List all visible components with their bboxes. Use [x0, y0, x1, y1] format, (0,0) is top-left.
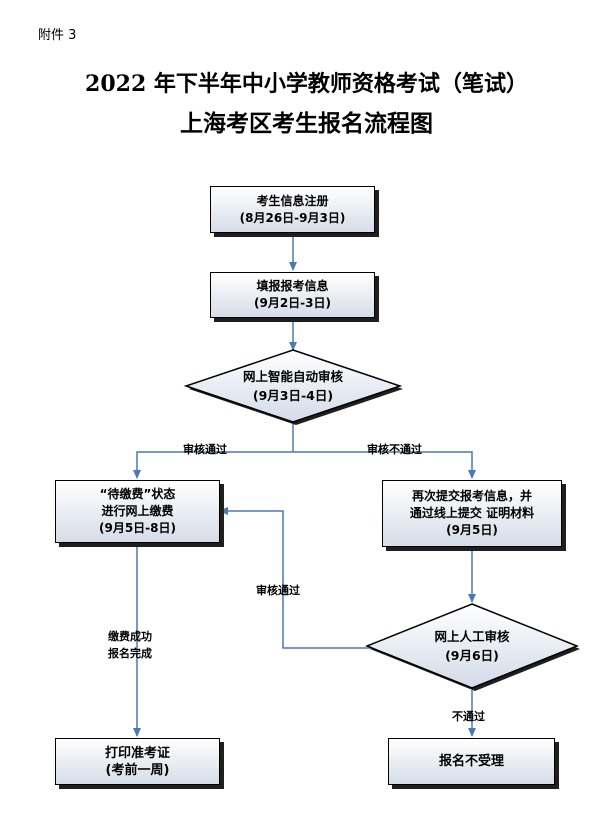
node-register-line1: 考生信息注册: [256, 193, 329, 208]
node-manual-review-line2: (9月6日): [445, 648, 499, 663]
node-print-ticket-line2: (考前一周): [105, 762, 170, 778]
node-rejected: 报名不受理: [388, 738, 555, 785]
node-resubmit-line2: 通过线上提交 证明材料: [409, 506, 535, 520]
node-resubmit: 再次提交报考信息，并 通过线上提交 证明材料 (9月5日): [382, 480, 562, 547]
edge-auto-fail: [293, 451, 476, 479]
edge-label-manual-fail: 不通过: [452, 710, 485, 723]
node-fill-info-line2: (9月2日-3日): [254, 296, 331, 310]
node-payment-line3: (9月5日-8日): [99, 521, 176, 535]
node-manual-review-line1: 网上人工审核: [434, 629, 510, 644]
node-payment: “待缴费”状态 进行网上缴费 (9月5日-8日): [55, 480, 220, 543]
node-register: 考生信息注册 (8月26日-9月3日): [210, 186, 375, 233]
node-rejected-line1: 报名不受理: [438, 754, 504, 769]
node-fill-info-line1: 填报报考信息: [256, 279, 329, 293]
edge-label-auto-pass: 审核通过: [183, 443, 227, 456]
edge-label-pay-success: 缴费成功 报名完成: [108, 628, 152, 662]
node-payment-line1: “待缴费”状态: [99, 487, 176, 501]
title-line-1: 2022 年下半年中小学教师资格考试（笔试）: [85, 71, 528, 97]
node-auto-review-line2: (9月3日-4日): [252, 388, 334, 403]
edge-label-manual-pass: 审核通过: [256, 584, 300, 597]
node-payment-line2: 进行网上缴费: [101, 504, 174, 518]
node-print-ticket-line1: 打印准考证: [104, 745, 170, 761]
edge-manual-pass: [219, 507, 372, 649]
node-resubmit-line3: (9月5日): [446, 523, 498, 537]
node-auto-review: 网上智能自动审核 (9月3日-4日): [213, 367, 373, 405]
node-resubmit-line1: 再次提交报考信息，并: [411, 489, 532, 503]
edge-label-pay-success-line2: 报名完成: [108, 647, 152, 660]
edge-label-auto-fail: 审核不通过: [367, 443, 422, 456]
edge-label-pay-success-line1: 缴费成功: [108, 630, 152, 643]
node-manual-review: 网上人工审核 (9月6日): [412, 627, 532, 665]
diamond-auto-review: [183, 349, 403, 423]
node-auto-review-line1: 网上智能自动审核: [242, 369, 343, 384]
node-fill-info: 填报报考信息 (9月2日-3日): [210, 272, 375, 318]
edge-auto-pass: [133, 451, 293, 479]
node-register-line2: (8月26日-9月3日): [239, 210, 346, 225]
title-line-2: 上海考区考生报名流程图: [180, 110, 433, 137]
diamond-manual-review: [364, 603, 580, 689]
annex-label: 附件 3: [38, 28, 77, 43]
node-print-ticket: 打印准考证 (考前一周): [55, 738, 220, 785]
